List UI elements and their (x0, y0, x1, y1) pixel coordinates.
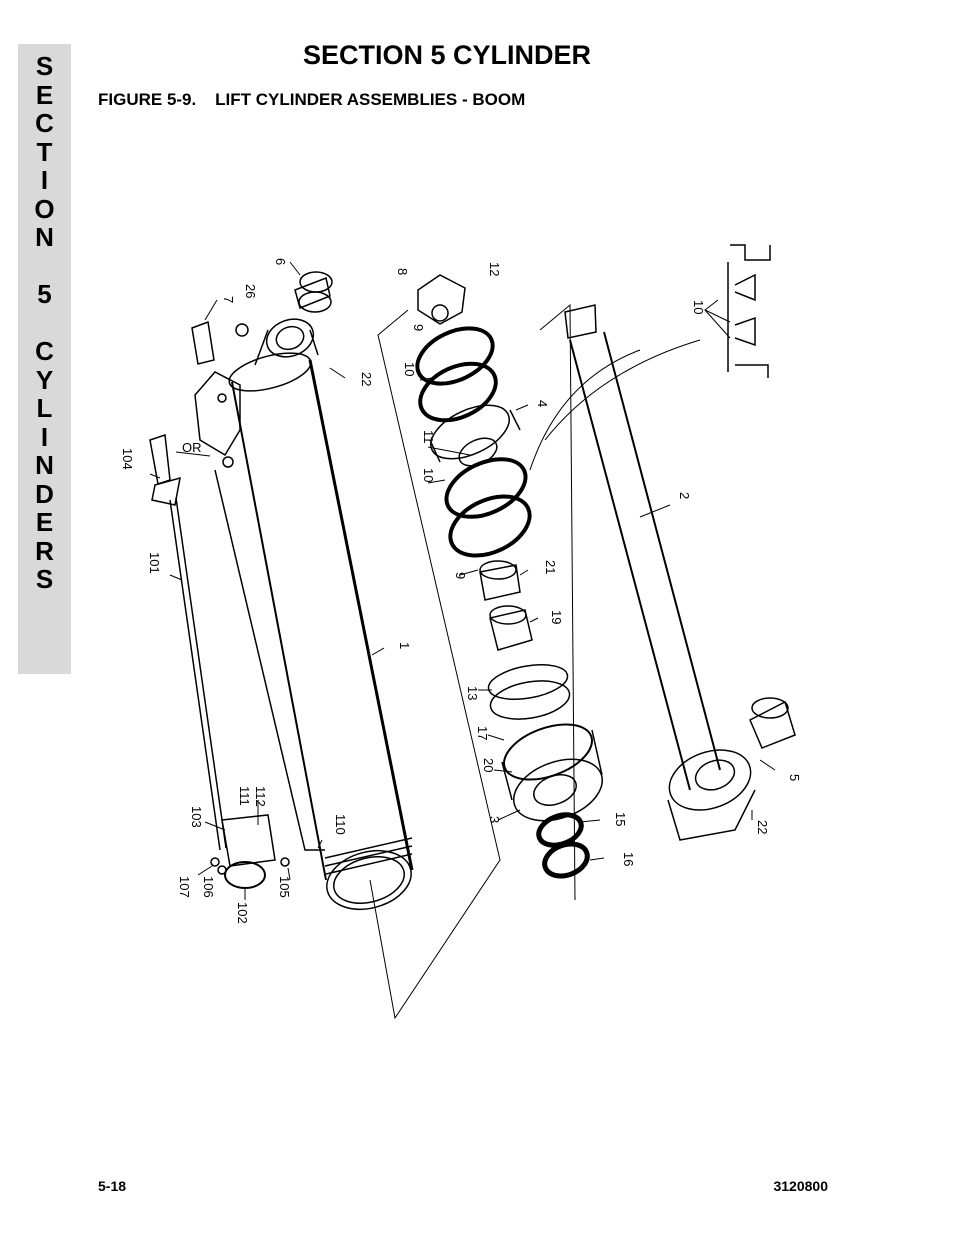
side-tab-letter: E (35, 79, 54, 110)
callout-106: 106 (201, 876, 216, 898)
callout-9-lower: 9 (453, 572, 468, 579)
side-tab-letter (18, 309, 71, 338)
callout-13: 13 (465, 686, 480, 700)
fitting-7 (191, 320, 249, 365)
side-tab-letter: I (40, 165, 49, 195)
side-tab-letter: Y (35, 364, 54, 395)
fitting-104 (149, 433, 181, 506)
callout-101: 101 (147, 552, 162, 574)
side-tab-letter: R (35, 535, 54, 566)
page-number: 5-18 (98, 1178, 127, 1194)
lift-cylinder-exploded-drawing: 6 7 26 8 12 9 10 22 4 11 10 104 OR 10 2 … (120, 244, 800, 1020)
callout-26: 26 (243, 284, 258, 298)
callout-15: 15 (613, 812, 628, 826)
side-tab-letter (18, 252, 71, 281)
callout-111: 111 (237, 786, 252, 806)
callout-12: 12 (487, 262, 502, 276)
callout-10-detail: 10 (691, 300, 706, 314)
tube-101 (169, 469, 325, 851)
callout-3: 3 (487, 816, 502, 823)
cylinder-rod-2 (564, 304, 756, 841)
seal-detail-10 (727, 244, 771, 378)
callout-6: 6 (273, 258, 288, 265)
side-tab-letter: N (35, 222, 54, 252)
callout-5: 5 (787, 774, 800, 781)
callout-7: 7 (221, 296, 236, 303)
side-tab-letter: O (34, 193, 55, 224)
side-tab-letter: C (35, 108, 54, 138)
side-tab-letter: I (40, 421, 49, 452)
leader-lines (149, 261, 776, 900)
callout-2: 2 (677, 492, 692, 499)
callout-1: 1 (397, 642, 412, 649)
cylinder-head-3 (501, 723, 604, 822)
callout-17: 17 (475, 726, 490, 740)
callout-110: 110 (333, 814, 348, 835)
side-tab-letter: S (35, 564, 54, 594)
callout-21: 21 (543, 560, 558, 574)
cylinder-barrel (228, 352, 414, 910)
callout-20: 20 (481, 758, 496, 772)
callout-16: 16 (621, 852, 636, 866)
callout-8: 8 (395, 268, 410, 275)
ring-13 (487, 664, 571, 720)
seal-set-lower (444, 457, 532, 558)
spacer-21 (479, 560, 521, 601)
callout-105: 105 (277, 876, 292, 898)
page-title: SECTION 5 CYLINDER (302, 40, 592, 70)
callout-11: 11 (421, 430, 436, 444)
callout-112: 112 (253, 786, 268, 807)
side-tab-letter: E (35, 507, 54, 537)
side-tab-letter: T (36, 136, 53, 167)
bushing-6 (294, 271, 333, 313)
callout-9-upper: 9 (411, 324, 426, 331)
callout-19: 19 (549, 610, 564, 624)
callout-4: 4 (535, 400, 550, 407)
side-tab-letter: 5 (37, 279, 52, 309)
figure-title: FIGURE 5-9. LIFT CYLINDER ASSEMBLIES - B… (98, 90, 526, 109)
holding-valve-block (194, 371, 241, 468)
document-number: 3120800 (773, 1178, 828, 1194)
callout-22-lower: 22 (755, 820, 770, 834)
side-tab-letter: D (35, 478, 54, 509)
spacer-19 (489, 605, 533, 651)
seal-16 (542, 841, 590, 879)
bushing-5 (749, 697, 796, 749)
side-tab-letter: C (35, 336, 54, 366)
side-tab-letter: S (35, 51, 54, 81)
callout-104: 104 (120, 448, 135, 470)
assembly-lines (369, 299, 731, 1020)
side-tab-letter: N (35, 450, 54, 480)
callout-or: OR (182, 440, 202, 455)
seal-set-upper (415, 326, 498, 423)
callout-22-upper: 22 (359, 372, 374, 386)
barrel-boss (254, 318, 319, 366)
callout-107: 107 (177, 876, 192, 898)
callout-102: 102 (235, 902, 250, 924)
bracket-103 (210, 814, 290, 889)
lock-nut-12 (417, 274, 466, 325)
callout-103: 103 (189, 806, 204, 828)
callout-10-upper: 10 (402, 362, 417, 376)
callout-10-lower: 10 (421, 468, 436, 482)
side-tab-letter: L (36, 393, 53, 423)
